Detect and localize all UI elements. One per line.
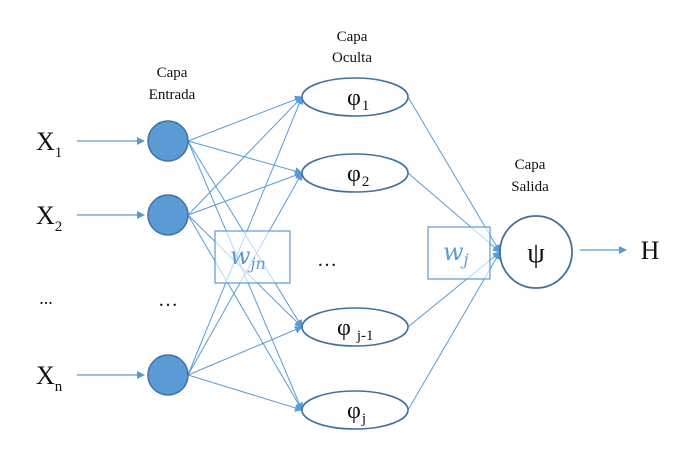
input-label-2: X2 [36, 201, 62, 235]
output-layer-title-1: Capa [515, 157, 546, 173]
hidden-layer-title-1: Capa [337, 29, 368, 45]
output-node-label: ψ [527, 238, 545, 269]
hidden-node-2 [301, 153, 409, 193]
input-ellipsis: ... [39, 288, 53, 308]
input-node-3 [147, 354, 189, 396]
hidden-node-label-1: φ1 [347, 85, 369, 114]
input-node-1 [147, 120, 189, 162]
node-ellipsis: … [158, 289, 178, 311]
edge-input-2-hidden-3 [187, 374, 303, 412]
output-node [499, 215, 573, 289]
edge-input-1-hidden-0 [187, 96, 303, 216]
input-layer-title-2: Entrada [149, 87, 196, 103]
hidden-ellipsis: … [317, 249, 337, 271]
output-label: H [641, 236, 660, 265]
edge-input-2-hidden-2 [187, 326, 303, 376]
hidden-layer-title-2: Oculta [332, 50, 372, 66]
input-label-3: Xn [36, 361, 63, 395]
edge-input-0-hidden-1 [187, 140, 303, 175]
hidden-node-4 [301, 390, 409, 430]
weights-hidden-output-label: wj [443, 238, 469, 269]
input-layer-title-1: Capa [157, 65, 188, 81]
input-node-2 [147, 194, 189, 236]
edge-hidden-0-output [407, 96, 501, 253]
edge-input-0-hidden-0 [187, 95, 303, 142]
edge-input-1-hidden-3 [187, 214, 303, 411]
weights-hidden-output-box [427, 226, 491, 280]
hidden-node-1 [301, 77, 409, 117]
hidden-node-label-4: φj [347, 398, 366, 427]
hidden-node-label-2: φ2 [347, 161, 369, 190]
hidden-node-3 [301, 307, 409, 347]
weights-input-hidden-label: wjn [230, 242, 266, 273]
output-layer-title-2: Salida [511, 179, 549, 195]
edge-input-1-hidden-1 [187, 171, 303, 216]
input-label-1: X1 [36, 127, 62, 161]
weights-input-hidden-box [214, 230, 291, 284]
